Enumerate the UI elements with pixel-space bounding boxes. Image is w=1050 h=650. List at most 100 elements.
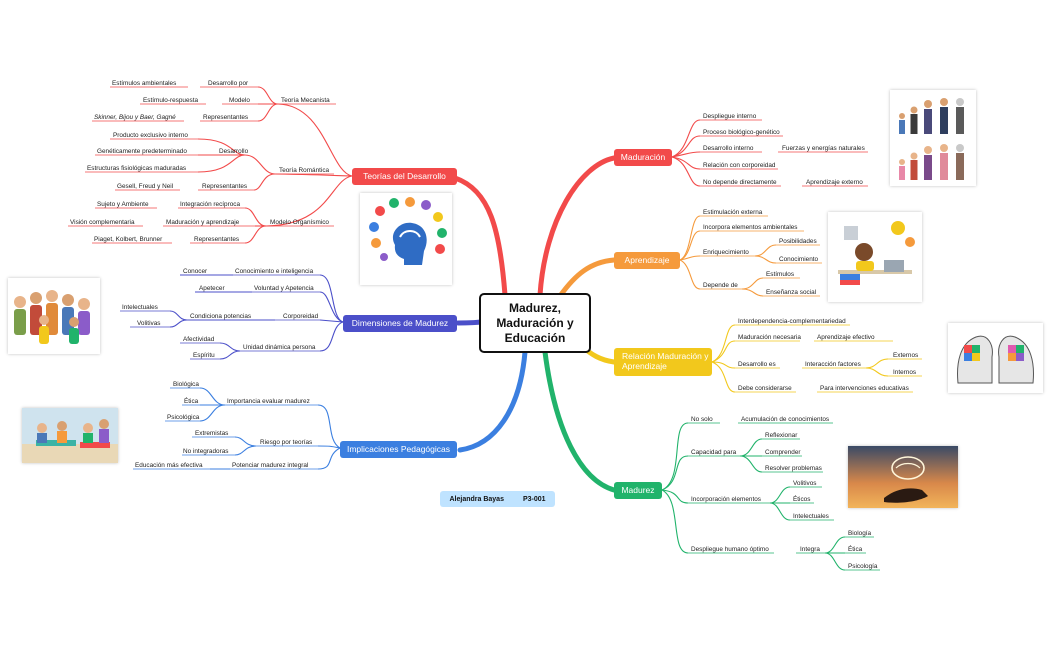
relacion-labels: Interdependencia-complementariedad Madur… <box>738 318 918 392</box>
modelo-organismico-label: Modelo Organísmico <box>270 219 329 226</box>
integra-label: Integra <box>800 546 820 553</box>
externos-label: Externos <box>893 352 918 359</box>
extremistas-label: Extremistas <box>195 430 228 437</box>
implicaciones-links <box>199 387 341 470</box>
hub-aprendizaje[interactable]: Aprendizaje <box>614 252 680 269</box>
implicaciones-labels: Importancia evaluar madurez Biológica Ét… <box>135 381 312 469</box>
conocimiento-label: Conocimiento <box>779 256 819 263</box>
aprendizaje-efectivo-label: Aprendizaje efectivo <box>817 334 875 341</box>
estimulos-label: Estímulos <box>766 271 794 278</box>
hub-madurez-label: Madurez <box>621 484 655 495</box>
desarrollo-por-label: Desarrollo por <box>208 80 249 87</box>
importancia-evaluar-label: Importancia evaluar madurez <box>227 398 310 405</box>
no-solo-label: No solo <box>691 416 713 423</box>
author-tag: Alejandra Bayas P3-001 <box>440 491 555 507</box>
dimensiones-underlines <box>120 274 320 360</box>
mecanista-representantes-label: Representantes <box>203 114 248 121</box>
apetecer-label: Apetecer <box>199 285 225 292</box>
teorias-underlines <box>68 86 336 244</box>
author-name: Alejandra Bayas <box>449 495 504 503</box>
integracion-reciproca-label: Integración recíproca <box>180 201 240 208</box>
hub-teorias-label: Teorías del Desarrollo <box>363 170 446 181</box>
teorias-labels: Teoría Mecanista Desarrollo por Estímulo… <box>70 80 330 243</box>
teoria-romantica-label: Teoría Romántica <box>279 167 330 174</box>
no-integradoras-label: No integradoras <box>183 448 228 455</box>
estructuras-label: Estructuras fisiológicas maduradas <box>87 165 186 172</box>
proceso-biologico-label: Proceso biológico-genético <box>703 129 780 136</box>
children-classroom-image <box>22 408 118 463</box>
estimulos-ambientales-label: Estímulos ambientales <box>112 80 176 87</box>
condiciona-potencias-label: Condiciona potencias <box>190 313 251 320</box>
hub-dimensiones-label: Dimensiones de Madurez <box>351 317 449 328</box>
hub-implicaciones-label: Implicaciones Pedagógicas <box>346 443 450 454</box>
incorporacion-elementos-label: Incorporación elementos <box>691 496 761 503</box>
aprendizaje-labels: Estimulación externa Incorpora elementos… <box>703 209 819 296</box>
vision-complementaria-label: Visión complementaria <box>70 219 135 226</box>
acumulacion-label: Acumulación de conocimientos <box>741 416 829 423</box>
voluntad-apetencia-label: Voluntad y Apetencia <box>254 285 314 292</box>
hub-relacion-label: Relación Maduración y Aprendizaje <box>622 351 709 371</box>
enriquecimiento-label: Enriquecimiento <box>703 249 749 256</box>
central-topic[interactable]: Madurez, Maduración y Educación <box>479 293 591 353</box>
desarrollo-es-label: Desarrollo es <box>738 361 776 368</box>
branch-aprendizaje <box>557 257 617 299</box>
corporeidad-label: Corporeidad <box>283 313 319 320</box>
hub-maduracion-label: Maduración <box>620 151 666 162</box>
posibilidades-label: Posibilidades <box>779 238 817 245</box>
biologia-label: Biología <box>848 530 872 537</box>
eticos-label: Éticos <box>793 494 810 503</box>
author-code: P3-001 <box>522 495 546 503</box>
afectividad-label: Afectividad <box>183 336 215 343</box>
hub-dimensiones[interactable]: Dimensiones de Madurez <box>343 315 457 332</box>
modelo-label: Modelo <box>229 97 250 104</box>
interdependencia-label: Interdependencia-complementariedad <box>738 318 846 325</box>
hub-madurez[interactable]: Madurez <box>614 482 662 499</box>
resolver-problemas-label: Resolver problemas <box>765 465 822 472</box>
romantica-representantes-label: Representantes <box>202 183 247 190</box>
geneticamente-label: Genéticamente predeterminado <box>97 148 187 155</box>
romantica-autores-label: Gesell, Freud y Neil <box>117 183 173 190</box>
madurez-links <box>661 422 846 571</box>
brain-puzzle-image <box>948 323 1043 393</box>
branch-madurez <box>542 349 617 493</box>
dimensiones-labels: Conocimiento e inteligencia Conocer Volu… <box>122 268 319 359</box>
maduracion-links <box>671 119 701 187</box>
psicologica-label: Psicológica <box>167 414 200 421</box>
depende-de-label: Depende de <box>703 282 738 289</box>
incorpora-elementos-label: Incorpora elementos ambientales <box>703 224 798 231</box>
aprendizaje-externo-label: Aprendizaje externo <box>806 179 863 186</box>
potenciar-madurez-label: Potenciar madurez integral <box>232 462 308 469</box>
sujeto-ambiente-label: Sujeto y Ambiente <box>97 201 149 208</box>
hub-maduracion[interactable]: Maduración <box>614 149 672 166</box>
implicaciones-underlines <box>133 387 318 470</box>
conocimiento-inteligencia-label: Conocimiento e inteligencia <box>235 268 314 275</box>
volitivas-label: Volitivas <box>137 320 160 327</box>
hub-implicaciones[interactable]: Implicaciones Pedagógicas <box>340 441 457 458</box>
interaccion-factores-label: Interacción factores <box>805 361 861 368</box>
no-depende-label: No depende directamente <box>703 179 777 186</box>
maduracion-underlines <box>700 119 868 187</box>
glowing-brain-hand-image <box>848 446 958 508</box>
aprendizaje-underlines <box>700 215 822 297</box>
estimulacion-externa-label: Estimulación externa <box>703 209 763 216</box>
educacion-efectiva-label: Educación más efectiva <box>135 462 203 469</box>
branch-maduracion <box>537 155 617 298</box>
organismico-autores-label: Piaget, Kolbert, Brunner <box>94 236 163 243</box>
brain-icons-image <box>360 193 452 285</box>
student-learning-image <box>828 212 922 302</box>
conocer-label: Conocer <box>183 268 208 275</box>
relacion-corporeidad-label: Relación con corporeidad <box>703 162 776 169</box>
etica-label: Ética <box>184 396 199 405</box>
hub-aprendizaje-label: Aprendizaje <box>624 254 670 265</box>
hub-teorias[interactable]: Teorías del Desarrollo <box>352 168 457 185</box>
internos-label: Internos <box>893 369 916 376</box>
biologica-label: Biológica <box>173 381 199 388</box>
capacidad-para-label: Capacidad para <box>691 449 737 456</box>
hub-relacion[interactable]: Relación Maduración y Aprendizaje <box>614 348 712 376</box>
central-topic-title: Madurez, Maduración y Educación <box>496 300 574 345</box>
desarrollo-interno-label: Desarrollo interno <box>703 145 754 152</box>
ensenanza-social-label: Enseñanza social <box>766 289 816 296</box>
madurez-underlines <box>688 422 880 571</box>
estimulo-respuesta-label: Estímulo-respuesta <box>143 97 198 104</box>
